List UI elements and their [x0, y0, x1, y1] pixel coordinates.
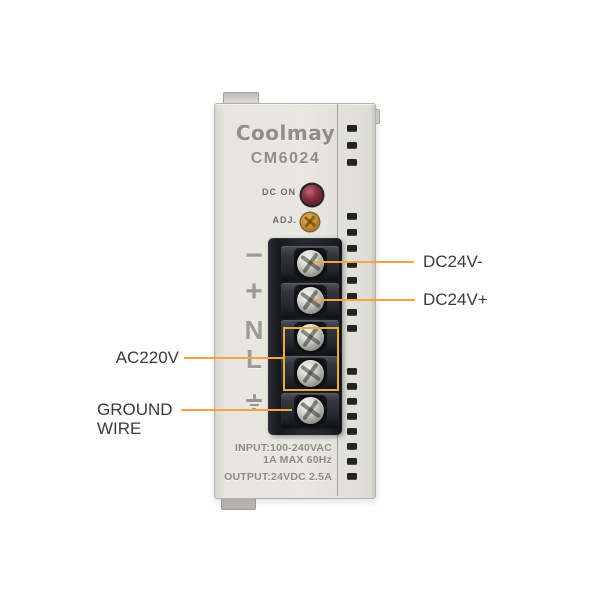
vent-slot — [347, 473, 357, 480]
callout-line-ac220v — [184, 357, 283, 359]
vent-slot — [347, 142, 357, 149]
dc-on-led-icon — [302, 185, 322, 205]
callout-label-ground-wire: GROUND WIRE — [97, 400, 173, 438]
model-number: CM6024 — [250, 150, 321, 167]
callout-line-ground-wire — [181, 409, 292, 411]
vent-slot — [347, 309, 357, 316]
terminal-symbol-plus: + — [245, 275, 263, 308]
callout-line-dc24v-minus — [313, 261, 414, 263]
rating-input-voltage: INPUT:100-240VAC — [235, 442, 332, 454]
brand-logo: Coolmay — [235, 121, 336, 145]
rating-output: OUTPUT:24VDC 2.5A — [224, 471, 332, 483]
rating-input-current: 1A MAX 60Hz — [263, 454, 332, 466]
ac-terminals-highlight-box — [283, 327, 339, 391]
screw-icon — [296, 249, 324, 277]
vent-slot — [347, 245, 357, 252]
vent-slot — [347, 443, 357, 450]
screw-icon — [296, 359, 324, 387]
screw-terminal-ground — [281, 393, 339, 427]
adj-potentiometer-icon — [301, 213, 319, 231]
screw-terminal-dc-minus — [281, 246, 339, 280]
screw-icon — [296, 396, 324, 424]
terminal-symbol-neutral: N — [244, 315, 264, 345]
vent-slot — [347, 277, 357, 284]
vent-slot — [347, 458, 357, 465]
callout-label-dc24v-plus: DC24V+ — [423, 290, 488, 309]
vent-slot — [347, 368, 357, 375]
vent-slot — [347, 125, 357, 132]
vent-slot — [347, 159, 357, 166]
vent-slot — [347, 325, 357, 332]
adj-label: ADJ. — [272, 215, 297, 225]
callout-label-dc24v-minus: DC24V- — [423, 252, 483, 271]
terminal-symbol-line: L — [246, 344, 262, 374]
vent-slot — [347, 383, 357, 390]
vent-slot — [347, 213, 357, 220]
callout-label-ac220v: AC220V — [115, 348, 179, 367]
dc-on-label: DC ON — [262, 187, 296, 197]
vent-slot — [347, 261, 357, 268]
callout-line-dc24v-plus — [314, 299, 415, 301]
vent-slot — [347, 293, 357, 300]
terminal-symbol-minus: − — [245, 239, 263, 272]
vent-slot — [347, 398, 357, 405]
vent-slot — [347, 229, 357, 236]
vent-slot — [347, 428, 357, 435]
vent-slot — [347, 413, 357, 420]
screw-terminal-line — [281, 356, 339, 390]
